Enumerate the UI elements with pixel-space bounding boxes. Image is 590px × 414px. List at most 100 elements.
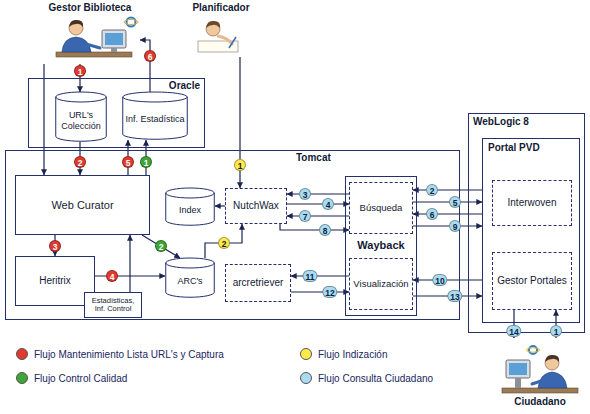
callout-holder: 2 xyxy=(218,237,230,249)
flow-arrow xyxy=(413,201,482,202)
hair xyxy=(206,21,220,28)
node-label: Gestor Portales xyxy=(497,275,566,287)
flow-arrow xyxy=(215,205,225,206)
container-label: Tomcat xyxy=(296,152,331,164)
arm xyxy=(532,381,541,384)
container-label: WebLogic 8 xyxy=(473,116,529,128)
callout-holder: 13 xyxy=(447,290,462,302)
browser-icon-orbit xyxy=(124,20,138,25)
callout-number: 6 xyxy=(144,50,156,62)
callout-number: 1 xyxy=(234,159,246,171)
callout-holder: 14 xyxy=(506,325,521,337)
cylinder-cap xyxy=(123,97,188,102)
planner-figure xyxy=(198,21,238,52)
storage-cylinder: Index xyxy=(165,188,215,226)
callout-number: 1 xyxy=(74,65,86,77)
monitor-stand xyxy=(111,48,117,52)
flow-arrow xyxy=(129,235,130,292)
screen xyxy=(105,33,123,45)
actor-figure: Gestor Biblioteca xyxy=(40,2,140,64)
node-label: ARC's xyxy=(177,276,202,286)
legend-item: Flujo Consulta Ciudadano xyxy=(300,372,433,384)
node-label: Búsqueda xyxy=(360,203,403,214)
callout-holder: 1 xyxy=(74,65,86,77)
database-server: OracleURL's ColecciónInf. Estadística xyxy=(28,78,205,148)
module-box: arcretriever xyxy=(225,264,291,302)
callout-number: 2 xyxy=(426,184,438,196)
actor-label: Planificador xyxy=(192,2,249,14)
callout-holder: 3 xyxy=(49,240,61,252)
legend-item: Flujo Control Calidad xyxy=(16,372,127,384)
node-label: Index xyxy=(179,205,201,215)
body xyxy=(538,372,567,388)
callout-holder: 10 xyxy=(432,274,447,286)
callout-holder: 2 xyxy=(74,156,86,168)
cylinder-cap xyxy=(166,263,215,268)
cylinder-body xyxy=(123,92,188,139)
application-server: TomcatWeb CuratorHeritrixEstadísticas, I… xyxy=(5,150,460,320)
node-label: Interwoven xyxy=(508,197,557,209)
flow-arrow xyxy=(413,225,482,226)
callout-holder: 4 xyxy=(322,198,334,210)
callout-number: 3 xyxy=(299,188,311,200)
callout-number: 9 xyxy=(449,220,461,232)
callout-number: 2 xyxy=(74,156,86,168)
callout-holder: 3 xyxy=(299,188,311,200)
flow-arrow xyxy=(287,215,349,216)
monitor-stand xyxy=(515,378,521,388)
browser-icon xyxy=(127,18,136,27)
callout-holder: 12 xyxy=(322,286,337,298)
legend-swatch xyxy=(16,348,28,360)
legend-label: Flujo Indización xyxy=(318,349,387,360)
monitor xyxy=(506,360,530,378)
node-label: URL's Colección xyxy=(58,110,104,131)
component-box: Web Curator xyxy=(15,175,150,235)
browser-icon-orbit xyxy=(527,348,540,352)
callout-holder: 8 xyxy=(319,224,331,236)
legend-swatch xyxy=(16,372,28,384)
node-label: Web Curator xyxy=(51,199,113,212)
cylinder-cap xyxy=(166,193,215,198)
flow-arrow xyxy=(413,189,482,190)
callout-holder: 9 xyxy=(449,220,461,232)
callout-holder: 2 xyxy=(426,184,438,196)
legend-label: Flujo Control Calidad xyxy=(34,373,127,384)
screen xyxy=(509,363,527,375)
callout-holder: 5 xyxy=(122,156,134,168)
callout-holder: 7 xyxy=(299,210,311,222)
container-label: Wayback xyxy=(357,239,404,252)
cylinder-body xyxy=(166,188,215,225)
callout-holder: 6 xyxy=(144,50,156,62)
container-label: Portal PVD xyxy=(488,142,540,154)
module-box: Gestor Portales xyxy=(492,252,572,310)
actor-figure: Ciudadano xyxy=(500,338,580,408)
module-box: Búsqueda xyxy=(349,182,413,234)
node-label: NutchWax xyxy=(233,200,279,212)
pencil xyxy=(229,37,236,48)
application-server: WebLogic 8 Portal PVD InterwovenGestor Por… xyxy=(468,113,585,333)
arm xyxy=(218,36,232,44)
callout-number: 4 xyxy=(106,270,118,282)
hair xyxy=(69,20,83,27)
legend-item: Flujo Mantenimiento Lista URL's y Captur… xyxy=(16,348,224,360)
storage-cylinder: ARC's xyxy=(165,258,215,298)
callout-number: 5 xyxy=(122,156,134,168)
module-box: Interwoven xyxy=(492,180,572,226)
callout-holder: 4 xyxy=(106,270,118,282)
legend-label: Flujo Mantenimiento Lista URL's y Captur… xyxy=(34,349,224,360)
report-box: Estadísticas, Inf. Control xyxy=(84,292,142,318)
flow-arrow xyxy=(43,64,44,175)
flow-arrow xyxy=(287,193,349,194)
legend-item: Flujo Indización xyxy=(300,348,387,360)
flow-arrow xyxy=(413,213,482,214)
node-label: Visualización xyxy=(353,279,408,290)
browser-icon xyxy=(529,346,537,354)
node-label: Estadísticas, Inf. Control xyxy=(87,297,139,314)
cylinder-body xyxy=(166,258,215,297)
callout-number: 2 xyxy=(155,240,167,252)
callout-number: 12 xyxy=(322,286,337,298)
arm xyxy=(86,44,100,48)
flow-arrow xyxy=(280,224,349,230)
callout-holder: 5 xyxy=(449,196,461,208)
